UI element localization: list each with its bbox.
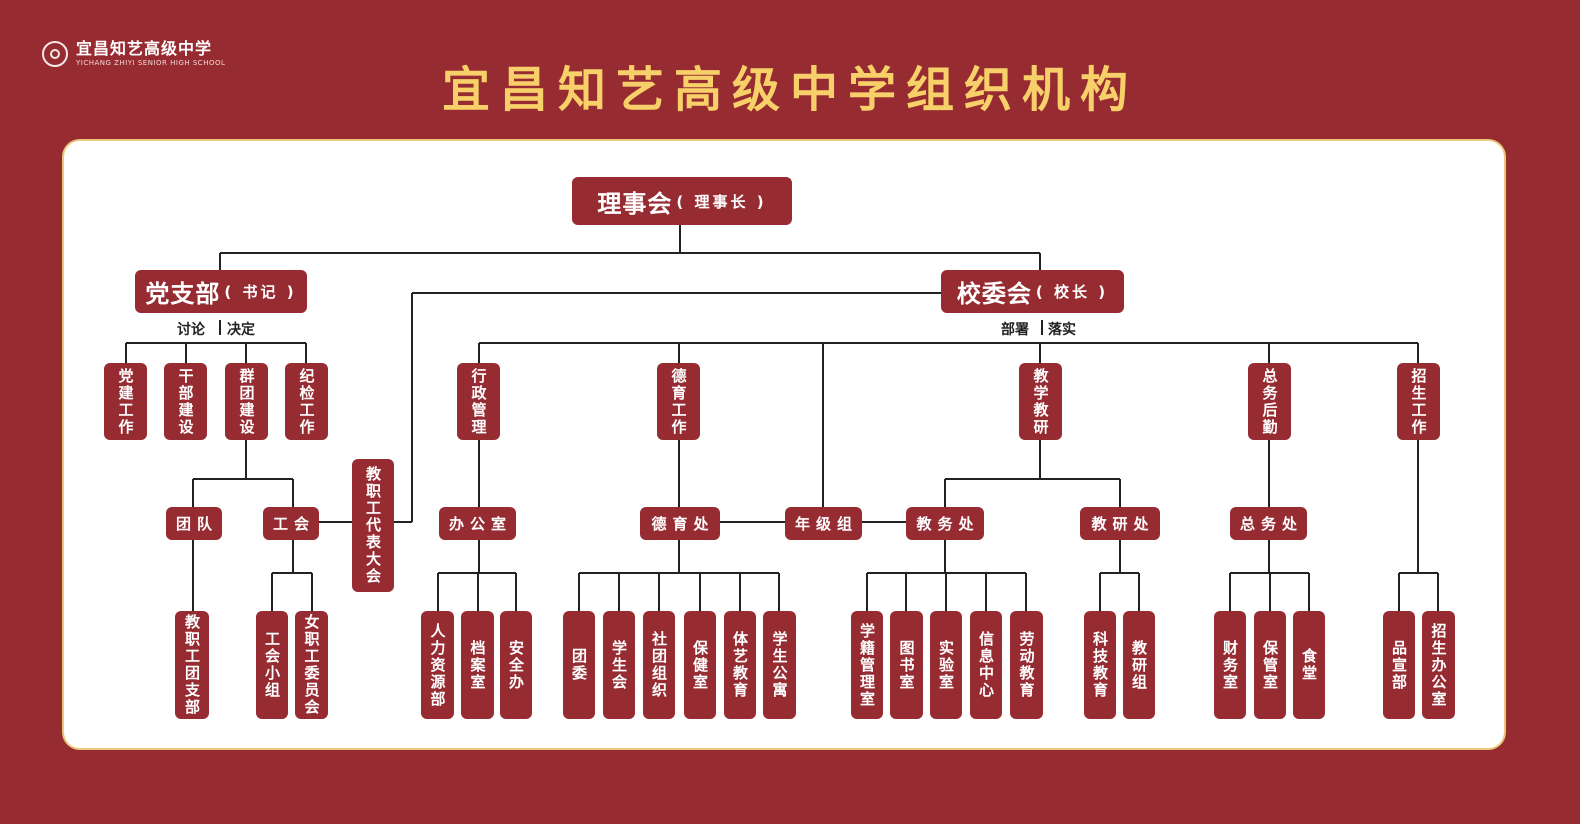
office-grade: 年级组 bbox=[785, 507, 862, 540]
party-caption-right: 决定 bbox=[227, 322, 255, 338]
moral-child: 学生公寓 bbox=[763, 611, 796, 719]
party-branch-note: ( 书记 ) bbox=[224, 283, 297, 301]
enroll-child: 品宣部 bbox=[1383, 611, 1415, 719]
school-dept: 教学教研 bbox=[1019, 363, 1062, 440]
admin-child: 档案室 bbox=[461, 611, 494, 719]
school-committee-note: ( 校长 ) bbox=[1035, 283, 1109, 301]
board-label: 理事会 bbox=[597, 189, 673, 218]
moral-child: 社团组织 bbox=[643, 611, 675, 719]
moral-child: 学生会 bbox=[603, 611, 635, 719]
school-emblem-icon bbox=[42, 41, 68, 67]
school-dept: 德育工作 bbox=[657, 363, 700, 440]
academic-child: 信息中心 bbox=[970, 611, 1002, 719]
research-child: 教研组 bbox=[1123, 611, 1155, 719]
research-child: 科技教育 bbox=[1084, 611, 1116, 719]
party-unit: 干部建设 bbox=[164, 363, 207, 440]
group-union: 工会 bbox=[263, 507, 319, 540]
party-branch: 党支部 ( 书记 ) bbox=[135, 270, 307, 313]
school-logo: 宜昌知艺高级中学 YICHANG ZHIYI SENIOR HIGH SCHOO… bbox=[42, 40, 225, 68]
admin-child: 人力资源部 bbox=[421, 611, 454, 719]
page-title: 宜昌知艺高级中学组织机构 bbox=[441, 62, 1138, 118]
office-moral: 德育处 bbox=[640, 507, 720, 540]
general-child: 保管室 bbox=[1254, 611, 1286, 719]
group-union-child: 工会小组 bbox=[256, 611, 288, 719]
office-general: 总务处 bbox=[1230, 507, 1307, 540]
party-caption-divider bbox=[219, 320, 221, 335]
party-unit: 群团建设 bbox=[225, 363, 268, 440]
general-child: 食堂 bbox=[1293, 611, 1325, 719]
admin-child: 安全办 bbox=[500, 611, 532, 719]
group-team: 团队 bbox=[166, 507, 222, 540]
academic-child: 实验室 bbox=[930, 611, 962, 719]
enroll-child: 招生办公室 bbox=[1422, 611, 1455, 719]
office-research: 教研处 bbox=[1080, 507, 1160, 540]
school-committee: 校委会 ( 校长 ) bbox=[941, 270, 1124, 313]
board-of-directors: 理事会 ( 理事长 ) bbox=[572, 177, 792, 225]
academic-child: 学籍管理室 bbox=[851, 611, 883, 719]
moral-child: 团委 bbox=[563, 611, 595, 719]
moral-child: 体艺教育 bbox=[724, 611, 756, 719]
office-admin: 办公室 bbox=[439, 507, 516, 540]
moral-child: 保健室 bbox=[684, 611, 716, 719]
party-unit: 纪检工作 bbox=[285, 363, 328, 440]
school-committee-label: 校委会 bbox=[956, 280, 1032, 308]
school-caption-left: 部署 bbox=[1001, 322, 1029, 338]
academic-child: 劳动教育 bbox=[1010, 611, 1043, 719]
group-team-child: 教职工团支部 bbox=[175, 611, 209, 719]
party-unit: 党建工作 bbox=[104, 363, 147, 440]
school-caption-divider bbox=[1041, 320, 1043, 335]
logo-name-en: YICHANG ZHIYI SENIOR HIGH SCHOOL bbox=[76, 59, 226, 67]
group-union-child: 女职工委员会 bbox=[295, 611, 328, 719]
school-caption-right: 落实 bbox=[1048, 322, 1076, 338]
staff-congress: 教职工代表大会 bbox=[352, 459, 394, 592]
board-note: ( 理事长 ) bbox=[676, 192, 767, 211]
party-branch-label: 党支部 bbox=[145, 280, 221, 308]
school-dept: 招生工作 bbox=[1397, 363, 1440, 440]
school-dept: 行政管理 bbox=[457, 363, 500, 440]
party-caption-left: 讨论 bbox=[177, 322, 205, 338]
general-child: 财务室 bbox=[1214, 611, 1246, 719]
logo-name-cn: 宜昌知艺高级中学 bbox=[76, 39, 213, 58]
office-academic: 教务处 bbox=[906, 507, 984, 540]
academic-child: 图书室 bbox=[890, 611, 923, 719]
school-dept: 总务后勤 bbox=[1248, 363, 1291, 440]
